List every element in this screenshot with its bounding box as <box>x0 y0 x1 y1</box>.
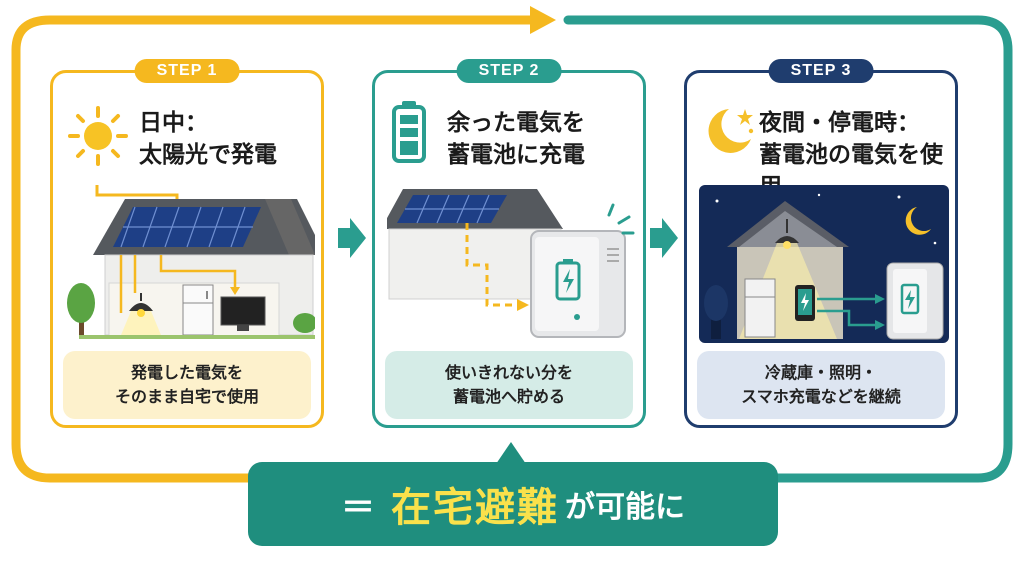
step-card-2: STEP 2 余った電気を 蓄電池に充電 使いきれない分を <box>372 59 646 428</box>
step-title: 日中： 太陽光で発電 <box>139 110 277 168</box>
step-description: 発電した電気を そのまま自宅で使用 <box>63 351 311 419</box>
step-badge: STEP 1 <box>134 59 240 83</box>
result-highlight: 在宅避難 <box>391 485 559 531</box>
step-title: 夜間・停電時： 蓄電池の電気を使用 <box>759 110 943 200</box>
arrow-right-icon <box>650 218 678 258</box>
moon-icon <box>708 109 754 153</box>
battery-icon <box>392 101 426 163</box>
step-description: 冷蔵庫・照明・ スマホ充電などを継続 <box>697 351 945 419</box>
battery-charging-illustration <box>387 189 635 338</box>
result-suffix: が可能に <box>565 490 685 525</box>
step-card-1: STEP 1 日中： 太陽光で発電 <box>50 59 324 428</box>
arrow-right-icon <box>338 218 366 258</box>
house-solar-illustration <box>67 185 315 339</box>
step-badge: STEP 3 <box>768 59 874 83</box>
step-title: 余った電気を 蓄電池に充電 <box>447 110 585 168</box>
step-card-3: STEP 3 夜間・停電時： 蓄電池の電気を使用 <box>684 59 958 428</box>
banner-pointer <box>496 442 526 464</box>
step-description: 使いきれない分を 蓄電池へ貯める <box>385 351 633 419</box>
sun-icon <box>68 106 128 166</box>
night-house-illustration <box>699 185 949 343</box>
step-badge: STEP 2 <box>456 59 562 83</box>
flow-arrow-head <box>530 6 556 34</box>
result-banner: ＝ 在宅避難 が可能に <box>248 462 778 546</box>
equals-sign: ＝ <box>341 487 375 528</box>
